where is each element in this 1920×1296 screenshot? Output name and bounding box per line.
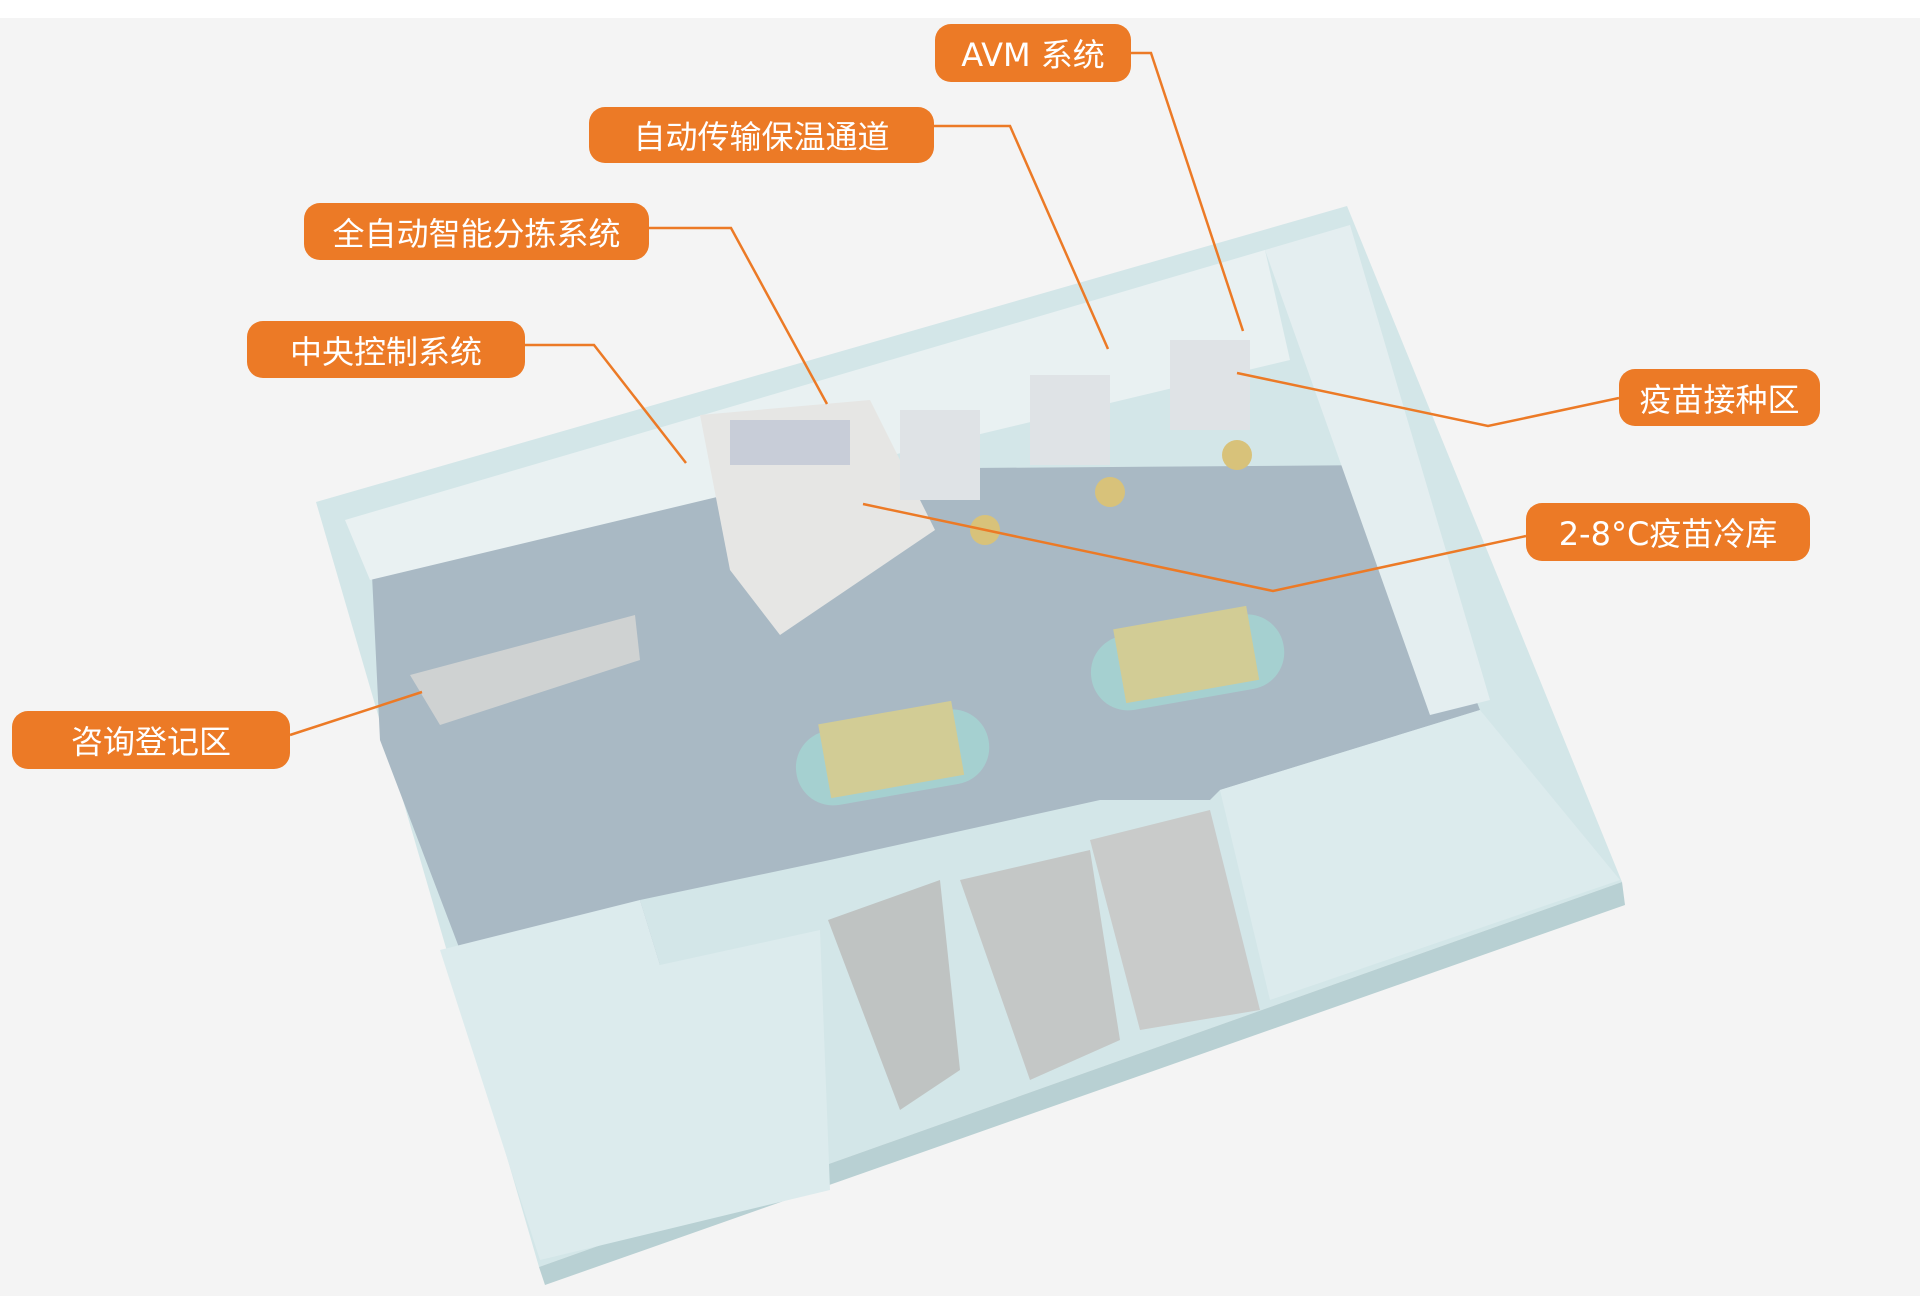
- label-registration-area: 咨询登记区: [12, 711, 290, 769]
- leader-vaccination: [1236, 371, 1620, 428]
- room-3: [1090, 810, 1260, 1030]
- label-avm-system: AVM 系统: [935, 24, 1131, 82]
- front-right-block: [1220, 710, 1620, 1000]
- label-transport-channel: 自动传输保温通道: [589, 107, 934, 163]
- room-2: [960, 850, 1120, 1080]
- label-sorting-system: 全自动智能分拣系统: [304, 203, 649, 260]
- leader-lines: [289, 51, 1620, 737]
- cold-storage-shelf: [730, 420, 850, 465]
- label-control-system: 中央控制系统: [247, 321, 525, 378]
- leader-cold-storage: [862, 502, 1527, 593]
- reception-desk: [410, 615, 640, 725]
- right-wall: [1265, 225, 1490, 715]
- front-left-block: [440, 900, 830, 1260]
- top-strip: [0, 0, 1920, 18]
- leader-avm: [1131, 51, 1245, 332]
- leader-control: [525, 343, 687, 464]
- label-vaccination-area: 疫苗接种区: [1619, 369, 1820, 426]
- leader-transport: [934, 124, 1110, 350]
- seating-area: [795, 605, 1285, 806]
- vaccination-stations: [900, 340, 1252, 545]
- leader-sorting: [649, 226, 829, 405]
- label-cold-storage: 2-8°C疫苗冷库: [1526, 503, 1810, 561]
- room-1: [828, 880, 960, 1110]
- leader-registration: [289, 690, 423, 737]
